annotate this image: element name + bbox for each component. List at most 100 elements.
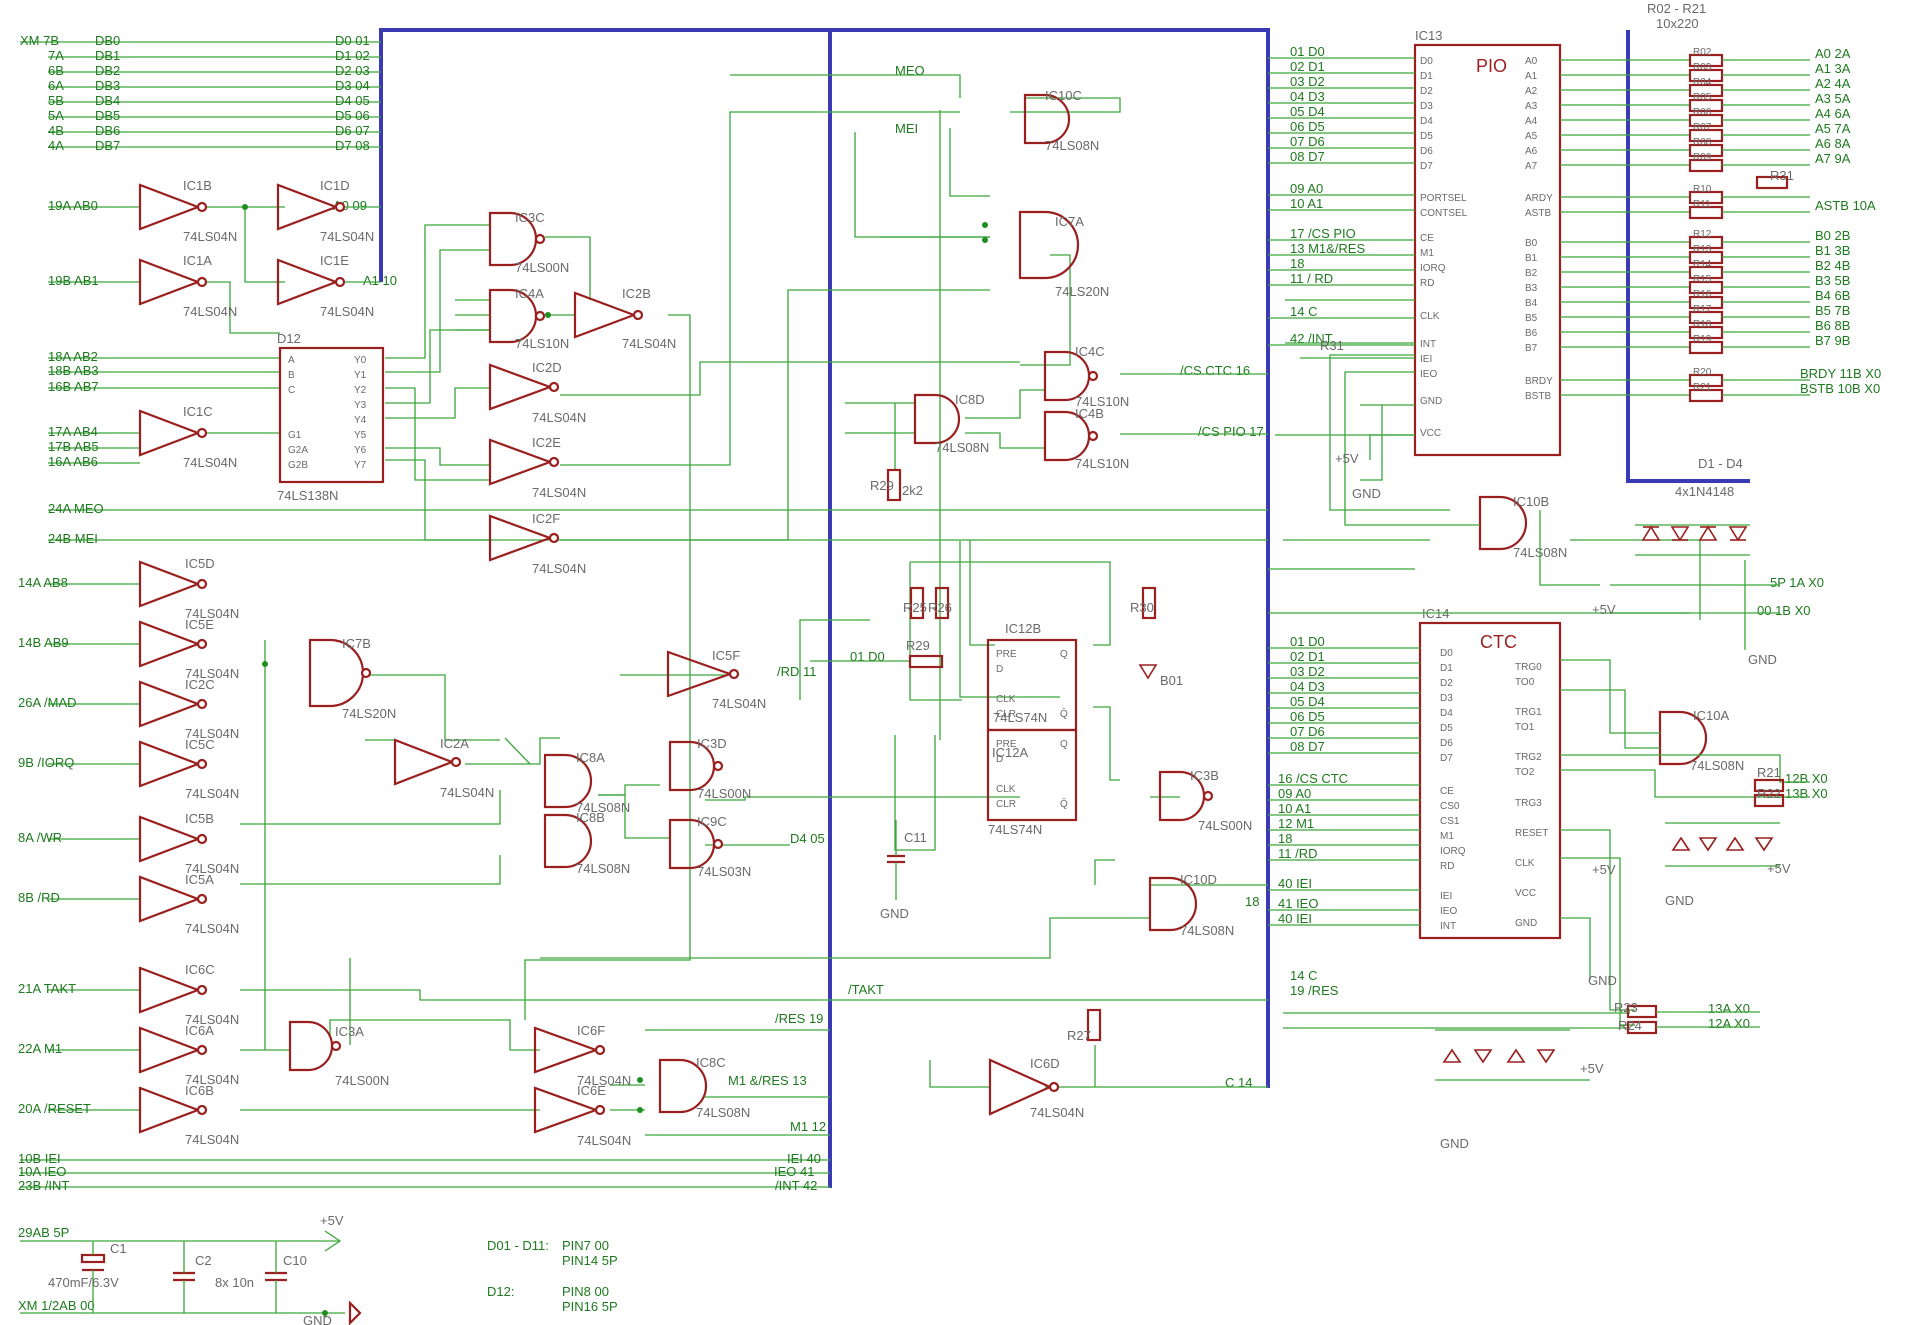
r31-top-label: R31 [1770, 168, 1794, 183]
pio-right-pin-8: ARDY [1525, 193, 1553, 204]
left-input-labels: 19A AB0 19B AB1 18A AB2 18B AB3 16B AB7 … [18, 198, 104, 1313]
connector-pin-5: 5A [48, 108, 64, 123]
decoder-pin-a: A [288, 355, 295, 366]
gate-name-ic1e: IC1E [320, 253, 349, 268]
net-iei: IEI 40 [787, 1151, 821, 1166]
pio-net-15: 42 /INT [1290, 331, 1333, 346]
passives [886, 468, 1158, 1042]
ff2-pin-qn: Q̄ [1060, 797, 1068, 810]
gnd-label-c11: GND [880, 906, 909, 921]
connector-pin-2: 6B [48, 63, 64, 78]
ff2-pin-q: Q [1060, 739, 1068, 750]
pio-left-pin-7: D7 [1420, 161, 1433, 172]
input-ab4: 17A AB4 [48, 424, 98, 439]
ctc-title: CTC [1480, 632, 1517, 652]
resistor-label-R04: R04 [1693, 77, 1712, 88]
ctc-left-pin-16: INT [1440, 921, 1456, 932]
net-18: 18 [1245, 894, 1259, 909]
inv-ic1b [138, 183, 208, 231]
gate-ic8c [658, 1058, 708, 1114]
pio-title: PIO [1476, 56, 1507, 76]
ctc-net-11: 12 M1 [1278, 816, 1314, 831]
ctc-net-9: 09 A0 [1278, 786, 1311, 801]
resistor-label-R07: R07 [1693, 122, 1712, 133]
c1-value: 470mF/6.3V [48, 1275, 119, 1290]
gate-type-ic5a: 74LS04N [185, 921, 239, 936]
dnet-value: 4x1N4148 [1675, 484, 1734, 499]
net-d4: D4 05 [790, 831, 825, 846]
gate-name-ic10a: IC10A [1693, 708, 1729, 723]
gate-ic9c [668, 818, 724, 870]
ctc-net-16: 40 IEI [1278, 911, 1312, 926]
left-input-wires [20, 206, 1268, 1188]
pio-right-pin-10: B0 [1525, 238, 1538, 249]
input-iorq: 9B /IORQ [18, 755, 74, 770]
gate-type-ic5c: 74LS04N [185, 786, 239, 801]
gate-ic4c [1043, 350, 1099, 402]
resistor-label-R16: R16 [1693, 289, 1712, 300]
inv-ic1e [276, 258, 346, 306]
gate-type-ic6c: 74LS04N [185, 1012, 239, 1027]
resistor-label-R03: R03 [1693, 62, 1712, 73]
pio-left-pin-9: CONTSEL [1420, 208, 1468, 219]
r01-label: R30 [1130, 600, 1154, 615]
inv-ic1d [276, 183, 346, 231]
right-output-8: ASTB 10A [1815, 198, 1876, 213]
pio-right-pin-13: B3 [1525, 283, 1538, 294]
gate-type-ic2b: 74LS04N [622, 336, 676, 351]
gate-type-ic8b: 74LS08N [576, 861, 630, 876]
resistor-label-R05: R05 [1693, 92, 1712, 103]
right-output-3: A3 5A [1815, 91, 1851, 106]
gate-ic7b [308, 638, 372, 708]
gate-ic3c [488, 211, 546, 267]
ctc-net-0: 01 D0 [1290, 634, 1325, 649]
ff-bottom-type: 74LS74N [988, 822, 1042, 837]
ff-pin-clr: CLR [996, 709, 1016, 720]
d5-gnd: GND [1665, 893, 1694, 908]
gate-type-ic6a: 74LS04N [185, 1072, 239, 1087]
pio-left-pin-0: D0 [1420, 56, 1433, 67]
bus-net-5: DB5 [95, 108, 120, 123]
r31-label: R31 [1320, 338, 1344, 353]
ff-pin-pre: PRE [996, 649, 1017, 660]
resistor-label-R15: R15 [1693, 274, 1712, 285]
ctc-left-pin-8: CE [1440, 786, 1454, 797]
d11-vcc: +5V [1580, 1061, 1604, 1076]
ctc-net-3: 04 D3 [1290, 679, 1325, 694]
gate-name-ic8c: IC8C [696, 1055, 726, 1070]
ctc-left-pin-5: D5 [1440, 723, 1453, 734]
ctc-left-pin-9: CS0 [1440, 801, 1460, 812]
inv-ic2a [393, 738, 462, 786]
resistor-label-R06: R06 [1693, 107, 1712, 118]
gate-name-ic2c: IC2C [185, 677, 215, 692]
inv-ic6e [533, 1086, 606, 1134]
pio-net-14: 14 C [1290, 304, 1317, 319]
ctc-vcc: +5V [1592, 862, 1616, 877]
right-output-21: 12B X0 [1785, 771, 1828, 786]
gate-ic4a [488, 288, 546, 344]
pio-left-pin-12: IORQ [1420, 263, 1446, 274]
middle-net-labels: A0 09 A1 10 MEO MEI /CS CTC 16 /CS PIO 1… [333, 63, 1264, 1193]
bus-net-2: DB2 [95, 63, 120, 78]
resistor-label-R08: R08 [1693, 137, 1712, 148]
resistor-label-R13: R13 [1693, 244, 1712, 255]
gate-type-ic8a: 74LS08N [576, 800, 630, 815]
gate-name-ic5d: IC5D [185, 556, 215, 571]
ctc-right-pin-9: VCC [1515, 888, 1536, 899]
decoder-d12: D12 74LS138N A B C G1 G2A G2B Y0 Y1 Y2 Y… [277, 331, 385, 503]
and-nand-gates [288, 93, 1708, 1114]
ctc-net-6: 07 D6 [1290, 724, 1325, 739]
ctc-net-2: 03 D2 [1290, 664, 1325, 679]
net-d0: 01 D0 [850, 649, 885, 664]
net-int: /INT 42 [775, 1178, 817, 1193]
gate-name-ic8a: IC8A [576, 750, 605, 765]
right-output-1: A1 3A [1815, 61, 1851, 76]
r22-label: R21 [1757, 765, 1781, 780]
decoder-pin-c: C [288, 385, 295, 396]
gate-ic8a [543, 753, 593, 809]
decoder-pin-y1: Y1 [354, 370, 367, 381]
gate-ic3a [288, 1020, 342, 1072]
pio-right-pin-4: A4 [1525, 116, 1538, 127]
gate-name-ic6d: IC6D [1030, 1056, 1060, 1071]
